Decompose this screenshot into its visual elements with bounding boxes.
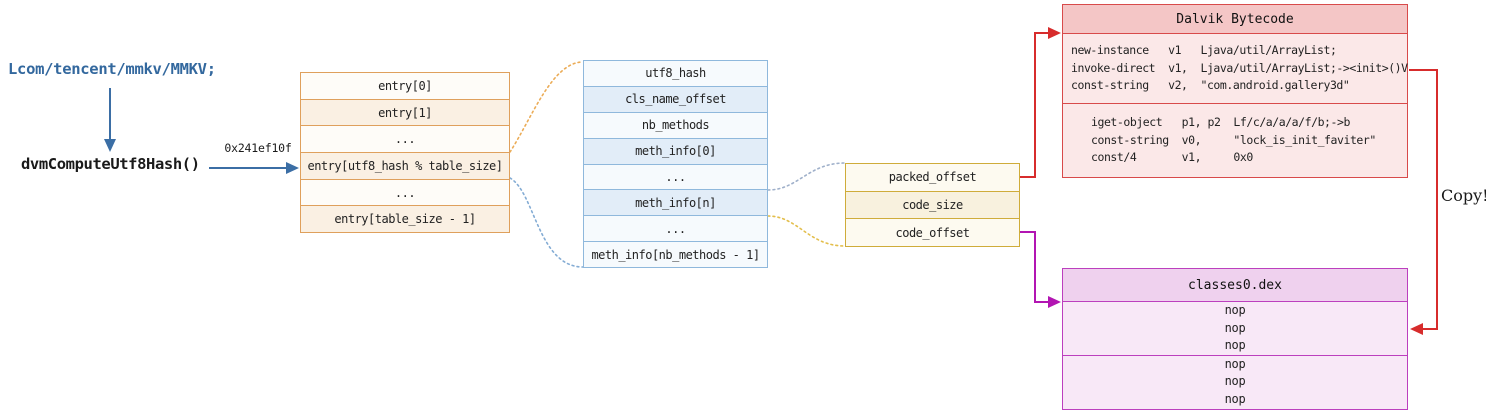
table-row: ... — [584, 215, 767, 242]
classes0-dex-title: classes0.dex — [1063, 269, 1407, 302]
dotted-methinfo-to-offsets-top — [767, 162, 846, 191]
table-row: ... — [301, 125, 509, 153]
arrow-classname-to-hashfunc — [104, 88, 116, 152]
dalvik-bytecode-box: Dalvik Bytecode new-instance v1 Ljava/ut… — [1062, 4, 1408, 178]
table-row: entry[1] — [301, 98, 509, 126]
table-row: meth_info[0] — [584, 137, 767, 164]
table-row: ... — [301, 178, 509, 206]
table-row: nb_methods — [584, 111, 767, 138]
classes0-dex-box: classes0.dex nop nop nop nop nop nop — [1062, 268, 1408, 410]
bytecode-line: const-string v0, "lock_is_init_faviter" — [1091, 132, 1376, 147]
table-row-selected-entry: entry[utf8_hash % table_size] — [301, 152, 509, 179]
arrow-codeoffset-to-dex — [1020, 231, 1061, 308]
bytecode-line: invoke-direct v1, Ljava/util/ArrayList;-… — [1071, 60, 1408, 75]
dotted-methinfo-to-offsets-bottom — [767, 215, 846, 247]
hash-entry-table: entry[0] entry[1] ... entry[utf8_hash % … — [300, 72, 510, 233]
bytecode-section-2: iget-object p1, p2 Lf/c/a/a/a/f/b;->b co… — [1063, 103, 1407, 174]
table-row: ... — [584, 163, 767, 190]
nop-line: nop — [1224, 303, 1246, 318]
bytecode-line: const/4 v1, 0x0 — [1091, 150, 1253, 164]
copy-label: Copy! — [1441, 186, 1486, 205]
table-row: cls_name_offset — [584, 85, 767, 112]
meth-info-struct-table: packed_offset code_size code_offset — [845, 163, 1020, 247]
table-row-code-offset: code_offset — [846, 218, 1019, 247]
table-row: meth_info[nb_methods - 1] — [584, 241, 767, 267]
hash-function-label: dvmComputeUtf8Hash() — [21, 155, 200, 173]
dalvik-bytecode-title: Dalvik Bytecode — [1063, 5, 1407, 34]
table-row: utf8_hash — [584, 61, 767, 86]
nop-line: nop — [1224, 320, 1246, 335]
class-entry-struct-table: utf8_hash cls_name_offset nb_methods met… — [583, 60, 768, 268]
bytecode-line: iget-object p1, p2 Lf/c/a/a/a/f/b;->b — [1091, 115, 1350, 129]
dotted-entry-to-struct-top — [509, 61, 584, 153]
dotted-entry-to-struct-bottom — [509, 177, 584, 268]
bytecode-section-1: new-instance v1 Ljava/util/ArrayList; in… — [1063, 34, 1408, 103]
arrow-hashfunc-to-table — [209, 162, 299, 174]
arrow-packedoffset-to-bytecode — [1020, 27, 1061, 178]
nop-line: nop — [1224, 374, 1246, 389]
dex-nop-section-2: nop nop nop — [1063, 355, 1407, 408]
nop-line: nop — [1224, 338, 1246, 353]
nop-line: nop — [1224, 391, 1246, 406]
table-row-packed-offset: packed_offset — [846, 164, 1019, 191]
arrow-copy-bytecode-to-dex — [1409, 69, 1438, 335]
class-name-label: Lcom/tencent/mmkv/MMKV; — [8, 60, 216, 78]
hash-value-label: 0x241ef10f — [224, 141, 292, 155]
table-row-code-size: code_size — [846, 190, 1019, 219]
bytecode-line: const-string v2, "com.android.gallery3d" — [1071, 78, 1350, 92]
bytecode-line: new-instance v1 Ljava/util/ArrayList; — [1071, 43, 1337, 57]
table-row-meth-info-n: meth_info[n] — [584, 189, 767, 216]
dex-nop-section-1: nop nop nop — [1063, 302, 1407, 355]
table-row: entry[0] — [301, 73, 509, 99]
table-row: entry[table_size - 1] — [301, 205, 509, 233]
nop-line: nop — [1224, 356, 1246, 371]
